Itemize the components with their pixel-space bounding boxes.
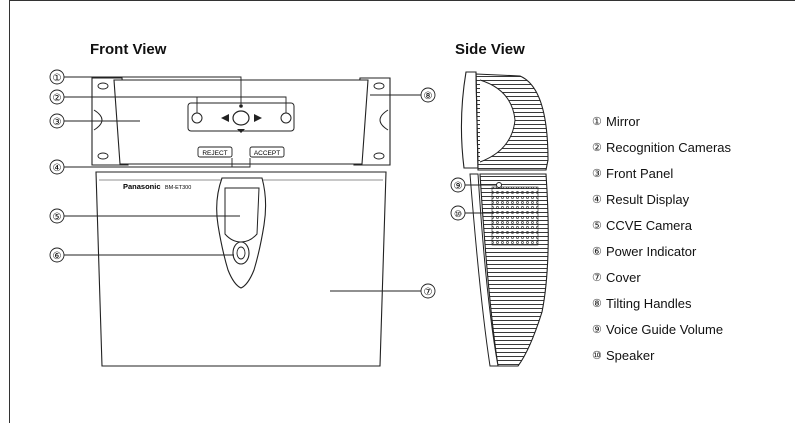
legend-item: ① Mirror — [592, 108, 731, 134]
page-frame — [9, 0, 795, 423]
legend-label: Result Display — [606, 191, 690, 207]
callout-9: ⑨ — [454, 181, 463, 192]
brand-logo-text: Panasonic — [123, 182, 161, 191]
legend-item: ⑥ Power Indicator — [592, 238, 731, 264]
legend-label: Recognition Cameras — [606, 139, 732, 155]
reject-label: REJECT — [202, 150, 227, 157]
legend-item: ⑦ Cover — [592, 264, 731, 290]
legend-label: Power Indicator — [606, 243, 697, 259]
accept-label: ACCEPT — [254, 150, 280, 157]
legend-label: Mirror — [606, 113, 640, 129]
voice-volume-knob — [496, 182, 502, 188]
power-indicator-shape — [232, 241, 250, 265]
legend-number: ⑧ — [592, 297, 602, 310]
callout-5: ⑤ — [53, 212, 62, 223]
legend-item: ⑧ Tilting Handles — [592, 290, 731, 316]
model-text: BM-ET300 — [165, 185, 191, 191]
legend-number: ③ — [592, 167, 602, 180]
legend-number: ⑥ — [592, 245, 602, 258]
legend-label: CCVE Camera — [606, 217, 692, 233]
legend-number: ② — [592, 141, 602, 154]
callout-markers: ① ② ③ ④ ⑤ ⑥ ⑦ ⑧ ⑨ ⑩ — [49, 69, 466, 299]
legend-number: ⑦ — [592, 271, 602, 284]
legend-number: ⑤ — [592, 219, 602, 232]
callout-8: ⑧ — [424, 91, 433, 102]
legend-number: ⑩ — [592, 349, 602, 362]
legend-label: Cover — [606, 269, 641, 285]
legend-label: Speaker — [606, 347, 655, 363]
legend-item: ⑨ Voice Guide Volume — [592, 316, 731, 342]
front-view-device: REJECT ACCEPT Panasonic BM-ET300 — [91, 77, 391, 367]
front-view-title: Front View — [90, 41, 167, 58]
mirror-shape — [232, 110, 250, 126]
legend-item: ② Recognition Cameras — [592, 134, 731, 160]
callout-3: ③ — [53, 117, 62, 128]
callout-6: ⑥ — [53, 251, 62, 262]
side-front-edge — [469, 173, 499, 367]
callout-7: ⑦ — [424, 287, 433, 298]
leader-lines — [63, 76, 497, 292]
callout-10: ⑩ — [454, 209, 462, 219]
callout-2: ② — [53, 93, 62, 104]
legend-number: ④ — [592, 193, 602, 206]
callout-1: ① — [53, 73, 62, 84]
legend-number: ① — [592, 115, 602, 128]
side-view-device — [460, 71, 549, 367]
legend-list: ① Mirror ② Recognition Cameras ③ Front Pane… — [592, 108, 731, 368]
legend-item: ⑤ CCVE Camera — [592, 212, 731, 238]
legend-label: Tilting Handles — [606, 295, 692, 311]
legend-item: ④ Result Display — [592, 186, 731, 212]
side-view-title: Side View — [455, 41, 525, 58]
legend-item: ⑩ Speaker — [592, 342, 731, 368]
legend-number: ⑨ — [592, 323, 602, 336]
callout-4: ④ — [53, 163, 62, 174]
legend-label: Voice Guide Volume — [606, 321, 724, 337]
legend-label: Front Panel — [606, 165, 674, 181]
speaker-grille — [491, 186, 539, 246]
legend-item: ③ Front Panel — [592, 160, 731, 186]
